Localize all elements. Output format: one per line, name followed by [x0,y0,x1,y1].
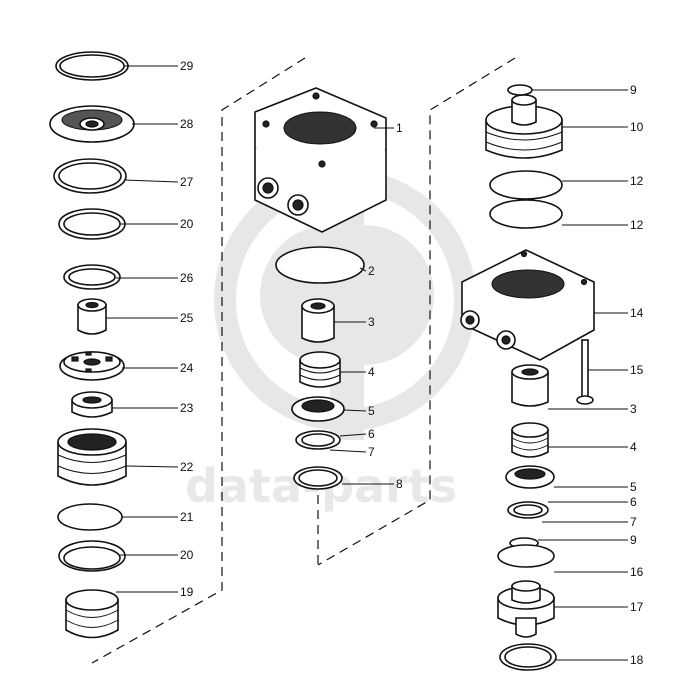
leader-line-27 [123,179,179,183]
leader-line-22 [125,465,179,468]
part-number-28: 28 [180,117,194,131]
part-number-18: 18 [630,653,644,667]
part-number-22: 22 [180,460,194,474]
part-bushing-3a [301,298,335,343]
part-circlip-29 [55,51,129,81]
part-ring-6b [507,501,549,519]
part-number-29: 29 [180,59,194,73]
part-number-25: 25 [180,311,194,325]
part-bushing-25 [77,298,107,335]
part-number-10: 10 [630,120,644,134]
part-spring-19 [65,589,119,639]
part-oring-9a [507,84,533,96]
part-bolt-15 [576,339,594,405]
leader-line-7 [329,449,367,453]
part-number-27: 27 [180,175,194,189]
part-number-9: 9 [630,83,637,97]
leaders-middle: 1 2 3 4 5 6 7 8 [329,121,403,491]
part-number-2: 2 [368,264,375,278]
part-number-3: 3 [630,402,637,416]
part-number-24: 24 [180,361,194,375]
leader-line-6 [339,433,367,437]
part-number-16: 16 [630,565,644,579]
part-ring-27 [53,158,127,194]
part-number-14: 14 [630,306,644,320]
part-number-20: 20 [180,548,194,562]
part-ring-6a [295,430,341,450]
part-number-19: 19 [180,585,194,599]
part-oring-2 [275,246,365,284]
leader-line-5 [343,409,367,412]
part-number-5: 5 [630,480,637,494]
part-piston-10 [485,94,563,159]
part-number-5: 5 [368,404,375,418]
part-valve-body-1 [254,87,387,233]
part-seat-5b [505,465,555,489]
part-bushing-3b [511,364,549,407]
part-piston-17 [497,580,555,638]
part-number-6: 6 [368,427,375,441]
part-number-4: 4 [368,365,375,379]
leader-line-2 [359,267,367,272]
part-circlip-20a [58,208,126,240]
part-circlip-18 [499,643,557,671]
part-number-7: 7 [368,445,375,459]
part-circlip-8 [293,466,343,490]
part-number-20: 20 [180,217,194,231]
part-oring-21 [57,503,123,531]
part-number-23: 23 [180,401,194,415]
part-number-6: 6 [630,495,637,509]
part-cup-23 [71,391,113,418]
leaders-right: 9 10 12 12 14 15 3 4 56 7 9 16 17 18 [532,83,644,667]
part-number-9: 9 [630,533,637,547]
part-number-15: 15 [630,363,644,377]
part-housing-14 [460,249,595,361]
part-number-4: 4 [630,440,637,454]
middle-dashed-outline [317,57,516,566]
left-dashed-outline [91,57,306,664]
part-ring-12a [489,170,563,200]
part-number-12: 12 [630,174,644,188]
part-cap-28 [49,105,135,143]
part-circlip-20b [58,540,126,572]
part-number-3: 3 [368,315,375,329]
part-ring-16 [497,544,555,568]
part-number-8: 8 [396,477,403,491]
part-number-26: 26 [180,271,194,285]
part-ring-12b [489,199,563,229]
part-spring-4a [299,351,341,388]
part-number-12: 12 [630,218,644,232]
part-number-17: 17 [630,600,644,614]
part-number-7: 7 [630,515,637,529]
part-spring-4b [511,422,549,458]
part-piston-22 [57,428,127,486]
leaders-left: 29 28 27 20 26 25 24 23 22 21 20 19 [106,59,194,599]
part-number-1: 1 [396,121,403,135]
part-circlip-26 [63,264,121,290]
part-number-21: 21 [180,510,194,524]
part-seat-5a [291,396,345,422]
part-valve-plate-24 [59,351,125,381]
